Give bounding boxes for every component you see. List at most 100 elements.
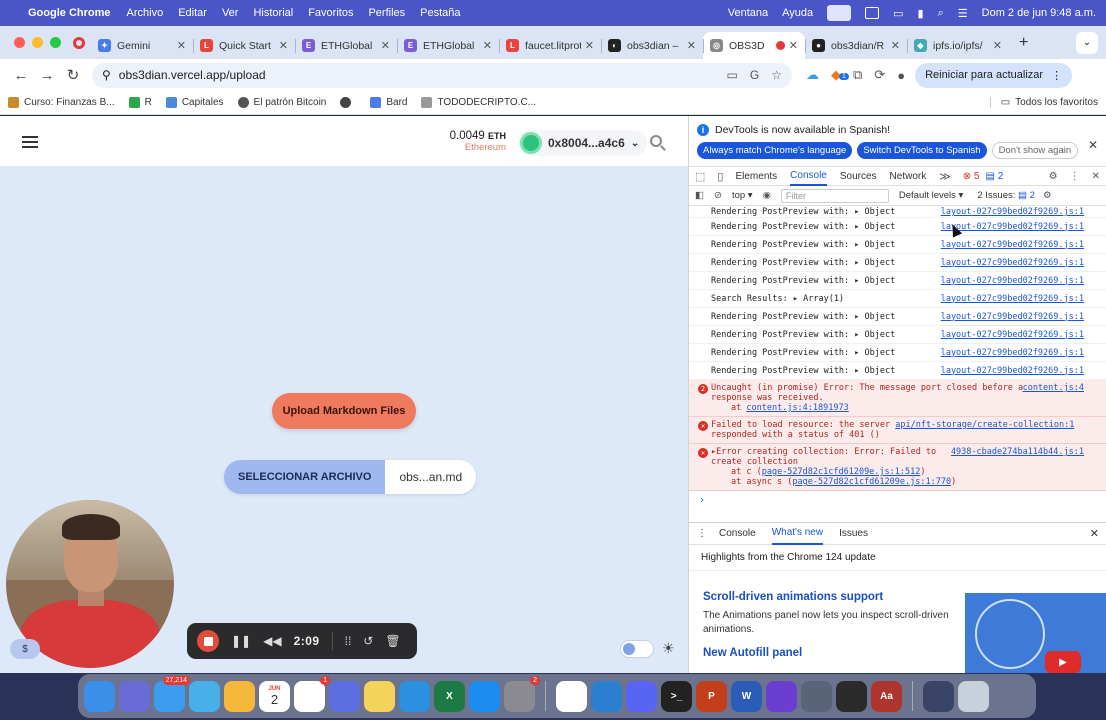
account-button[interactable]: 0x8004...a4c6 ⌄ [518, 130, 648, 156]
close-icon[interactable]: ✕ [278, 40, 288, 52]
app-store-icon[interactable] [469, 680, 500, 712]
drawer-tab-issues[interactable]: Issues [839, 528, 868, 539]
bookmark-star-icon[interactable]: ☆ [771, 68, 782, 82]
translate-icon[interactable]: G [749, 68, 760, 82]
reload-icon[interactable]: ↻ [66, 67, 80, 84]
gear-icon[interactable]: ⚙ [1048, 170, 1058, 182]
bookmark-r[interactable]: R [128, 97, 152, 108]
eye-icon[interactable]: ◉ [762, 190, 771, 201]
maps-icon[interactable] [189, 680, 220, 712]
display-icon[interactable]: ▭ [893, 7, 904, 20]
close-drawer-icon[interactable]: ✕ [1089, 528, 1099, 540]
control-center-icon[interactable]: ☰ [957, 7, 968, 20]
spotlight-icon[interactable]: ⌕ [937, 6, 944, 19]
screenshot-app-icon[interactable] [801, 680, 832, 712]
context-selector[interactable]: top ▾ [731, 190, 753, 201]
trash-icon[interactable]: 🗑 [385, 634, 401, 648]
console-prompt[interactable]: › [699, 495, 706, 502]
filter-input[interactable]: Filter [780, 188, 889, 203]
tab-elements[interactable]: Elements [735, 170, 778, 182]
close-icon[interactable]: ✕ [380, 40, 390, 52]
device-toolbar-icon[interactable]: ▯ [717, 170, 724, 183]
select-file-button[interactable]: SELECCIONAR ARCHIVO [224, 460, 386, 494]
upload-markdown-button[interactable]: Upload Markdown Files [272, 393, 416, 429]
forward-arrow-icon[interactable]: → [39, 66, 55, 84]
switch-spanish-button[interactable]: Switch DevTools to Spanish [857, 142, 987, 159]
site-info-icon[interactable]: ⚲ [102, 68, 111, 82]
dollar-icon[interactable]: $ [10, 639, 40, 659]
tab-search-chevron-icon[interactable]: ⌄ [1076, 31, 1098, 54]
feature-title-scroll[interactable]: Scroll-driven animations support [703, 591, 884, 603]
warning-count-badge[interactable]: ▤ 2 [985, 170, 1004, 182]
metamask-extension-icon[interactable]: ◆1 [831, 67, 849, 83]
bookmark-tododecripto[interactable]: TODODECRIPTO.C... [421, 97, 536, 108]
play-icon[interactable]: ▶ [1045, 651, 1081, 673]
theme-toggle[interactable] [620, 640, 654, 658]
restart-to-update-button[interactable]: Reiniciar para actualizar⋮ [915, 62, 1073, 88]
close-icon[interactable]: ✕ [482, 40, 492, 52]
reminders-icon[interactable]: 1 [294, 675, 330, 712]
ethereum-app-icon[interactable] [329, 680, 360, 712]
powerpoint-icon[interactable]: P [696, 680, 727, 712]
trash-icon[interactable] [958, 680, 989, 712]
search-icon[interactable] [650, 135, 662, 147]
pause-icon[interactable]: ❚❚ [231, 634, 252, 648]
chrome-icon[interactable] [556, 680, 587, 712]
extensions-puzzle-icon[interactable]: ⧉ [853, 67, 863, 82]
tab-ipfs[interactable]: ◆ipfs.io/ipfs/✕ [907, 32, 1009, 59]
word-icon[interactable]: W [731, 680, 762, 712]
close-icon[interactable]: ✕ [1087, 138, 1098, 152]
match-language-button[interactable]: Always match Chrome's language [697, 142, 853, 159]
drag-handle-icon[interactable]: ⁞⁞ [344, 634, 352, 648]
menu-ver[interactable]: Ver [221, 7, 239, 19]
bookmark-icon-only[interactable] [340, 97, 356, 108]
close-icon[interactable]: ✕ [584, 40, 594, 52]
cast-icon[interactable]: ▭ [726, 68, 738, 82]
tab-network[interactable]: Network [889, 170, 927, 182]
status-icon[interactable] [865, 7, 880, 19]
mail-icon[interactable]: 27,214 [154, 675, 190, 712]
video-thumbnail[interactable]: ▶ [965, 593, 1106, 674]
console-settings-gear-icon[interactable]: ⚙ [1042, 190, 1052, 201]
system-settings-icon[interactable]: 2 [504, 675, 540, 712]
drawer-tab-whats-new[interactable]: What's new [771, 523, 824, 545]
notes-icon[interactable] [364, 680, 395, 712]
restart-icon[interactable]: ↺ [363, 634, 374, 648]
drawer-menu-icon[interactable]: ⋮ [697, 528, 707, 539]
downloads-stack-icon[interactable] [923, 680, 954, 712]
feature-title-autofill[interactable]: New Autofill panel [703, 647, 803, 659]
new-tab-icon[interactable]: + [1019, 33, 1029, 51]
tab-console[interactable]: Console [790, 166, 827, 186]
menu-ayuda[interactable]: Ayuda [782, 7, 814, 19]
finder-icon[interactable] [84, 680, 115, 712]
launchpad-icon[interactable] [119, 680, 150, 712]
stop-recording-button[interactable] [197, 630, 219, 652]
back-arrow-icon[interactable]: ← [13, 66, 29, 84]
tab-gemini[interactable]: ✦Gemini✕ [91, 32, 193, 59]
close-devtools-icon[interactable]: ✕ [1091, 170, 1100, 182]
bookmark-bard[interactable]: Bard [370, 97, 407, 108]
menu-pestana[interactable]: Pestaña [420, 7, 461, 19]
terminal-icon[interactable]: >_ [661, 680, 692, 712]
excel-icon[interactable]: X [434, 680, 465, 712]
menubar-app-name[interactable]: Google Chrome [28, 7, 111, 19]
photos-icon[interactable] [224, 680, 255, 712]
bookmark-capitales[interactable]: Capitales [165, 97, 224, 108]
levels-dropdown[interactable]: Default levels ▾ [898, 190, 964, 201]
cloud-extension-icon[interactable]: ☁ [806, 67, 819, 82]
sidebar-toggle-icon[interactable]: ◧ [695, 190, 704, 201]
menu-archivo[interactable]: Archivo [126, 7, 164, 19]
file-picker[interactable]: SELECCIONAR ARCHIVO obs...an.md [224, 460, 477, 494]
obsidian-icon[interactable] [766, 680, 797, 712]
error-source-link[interactable]: 4938-cbade274ba114b44.js:1 [950, 447, 1084, 457]
keynote-icon[interactable] [399, 680, 430, 712]
close-icon[interactable]: ✕ [788, 40, 798, 52]
battery-icon[interactable]: ▮ [917, 7, 924, 20]
address-bar[interactable]: ⚲ obs3dian.vercel.app/upload ▭ G ☆ [92, 62, 792, 88]
url-text[interactable]: obs3dian.vercel.app/upload [118, 68, 266, 82]
